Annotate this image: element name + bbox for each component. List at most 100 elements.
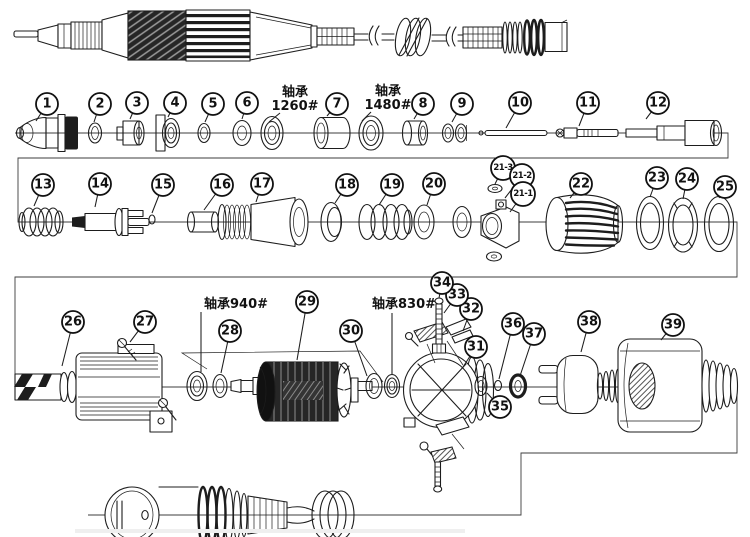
part-number-13: 13 [34,178,52,193]
part-balloon-8: 8 [411,92,435,120]
balloon-circle-8 [411,92,435,116]
part-number-10: 10 [511,96,529,111]
bearing-label-text: 轴承 [375,83,401,99]
part-number-22: 22 [572,177,590,192]
bearing-label-4: 轴承830# [372,296,436,374]
part-number-34: 34 [433,276,451,291]
part-balloon-39: 39 [660,313,685,341]
part-11-shaft-rod [555,127,619,139]
bearing-label-3: 轴承940# [200,296,268,372]
handpiece-grip [127,10,187,61]
part-balloon-2: 2 [88,92,112,123]
part-balloon-5: 5 [201,92,225,123]
part-number-37: 37 [525,327,543,342]
part-number-36: 36 [504,317,522,332]
cord-plug [462,18,568,57]
part-number-21-1: 21-1 [513,189,533,199]
part-21-cam-collar [480,183,520,262]
handpiece-bit-tip [13,30,39,38]
part-balloon-34: 34 [430,271,454,299]
part-number-35: 35 [491,400,509,415]
part-number-2: 2 [95,97,104,112]
balloon-circle-12 [646,91,670,115]
balloon-circle-13 [31,173,55,197]
part-4-front-bearing [155,114,181,152]
part-number-8: 8 [418,97,427,112]
part-22-twist-cap [545,194,624,254]
part-balloon-7: 7 [325,92,349,117]
part-number-25: 25 [716,180,734,195]
part-number-4: 4 [170,96,179,111]
part-number-31: 31 [467,340,485,355]
alignment-guide-line [180,350,384,383]
part-balloon-28: 28 [218,319,242,374]
part-balloon-21-1: 21-1 [509,181,536,213]
part-number-39: 39 [664,318,682,333]
part-balloon-3: 3 [125,91,149,120]
part-36-ball [493,379,503,392]
din-connector-face [104,486,160,537]
part-number-23: 23 [648,171,666,186]
bearing-830 [383,373,401,399]
cable-coil [394,17,432,57]
scan-artifact [75,529,465,533]
part-number-12: 12 [649,96,667,111]
balloon-circle-21-1 [510,181,536,207]
part-balloon-31: 31 [462,335,488,368]
part-balloon-32: 32 [459,297,483,332]
cord-assembly [75,485,465,537]
part-number-20: 20 [425,177,443,192]
part-20-rings [413,204,472,240]
part-balloon-16: 16 [203,173,234,211]
part-balloon-22: 22 [569,172,593,199]
balloon-circle-14 [88,172,112,196]
part-number-16: 16 [213,178,231,193]
balloon-circle-36 [501,312,525,336]
part-30-washer [365,372,383,400]
part-7-spacer-sleeve [313,116,351,150]
part-balloon-38: 38 [577,310,601,353]
part-number-21-2: 21-2 [512,171,532,181]
balloon-circle-38 [577,310,601,334]
balloon-circle-24 [675,167,699,191]
part-number-19: 19 [383,178,401,193]
part-31-end-housing [402,351,495,429]
balloon-circle-4 [163,91,187,115]
bearing-1480 [358,115,384,151]
part-39-connector-shell [617,338,739,433]
balloon-circle-30 [339,319,363,343]
part-balloon-17: 17 [250,172,274,203]
part-balloon-25: 25 [713,175,737,199]
part-37-grommet [508,373,528,399]
part-balloon-27: 27 [129,310,157,343]
balloon-circle-39 [661,313,685,337]
balloon-circle-10 [508,91,532,115]
balloon-circle-7 [325,92,349,116]
balloon-circle-19 [380,173,404,197]
part-number-11: 11 [579,96,597,111]
part-number-17: 17 [253,177,271,192]
part-balloon-24: 24 [675,167,699,200]
part-balloon-9: 9 [450,92,474,123]
balloon-circle-5 [201,92,225,116]
part-number-14: 14 [91,177,109,192]
part-10-push-rod [478,129,548,137]
part-33-34-screws [431,297,447,354]
part-6-washer [232,119,252,147]
balloon-circle-6 [235,91,259,115]
part-number-9: 9 [457,97,466,112]
part-number-30: 30 [342,324,360,339]
part-number-32: 32 [462,302,480,317]
part-19-spring [358,203,413,241]
part-number-26: 26 [64,315,82,330]
bearing-label-text: 轴承830# [372,296,436,312]
part-number-5: 5 [208,97,217,112]
balloon-circle-25 [713,175,737,199]
balloon-circle-26 [61,310,85,334]
part-5-washer [197,122,211,144]
assembled-handpiece [13,9,568,62]
flow-line [14,132,738,516]
